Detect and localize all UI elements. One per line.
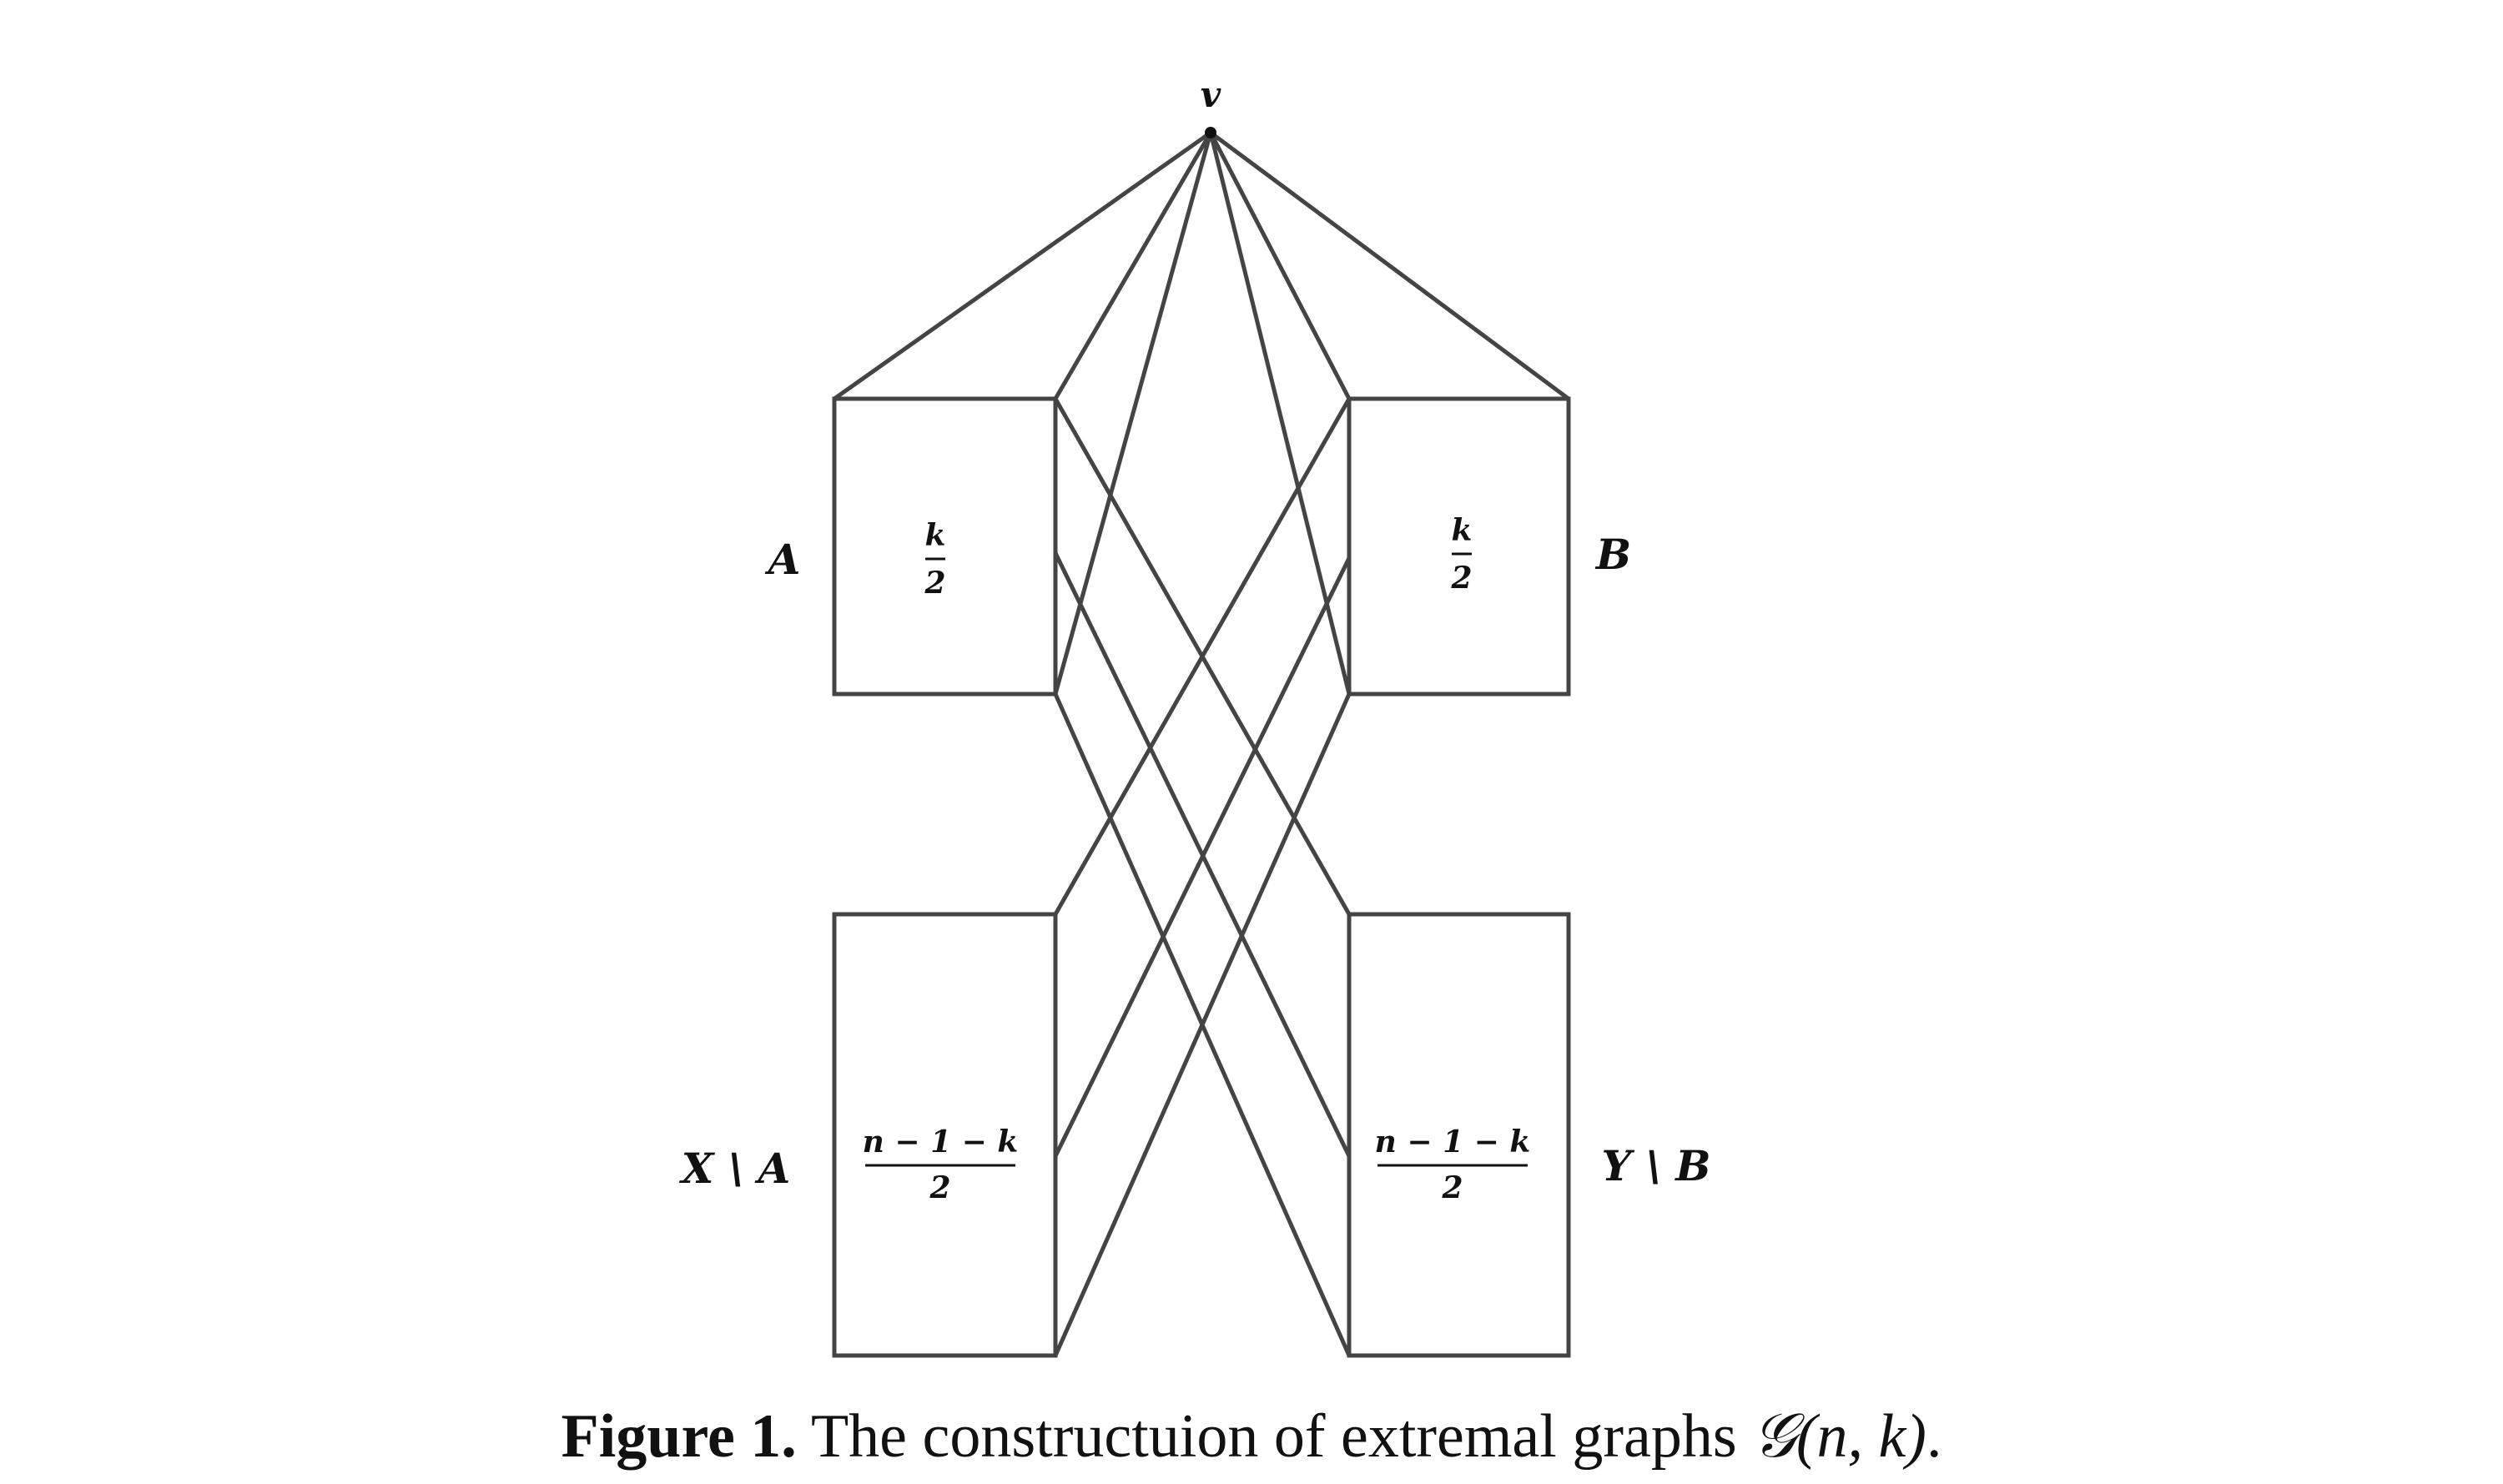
- fraction-B-size: k 2: [1450, 513, 1472, 596]
- fraction-numerator: n − 1 − k: [863, 1124, 1019, 1160]
- vertex-v: [1205, 127, 1216, 138]
- set-label-Y-minus-B: Y \ B: [1601, 1141, 1710, 1190]
- vertex-edges: [833, 130, 1570, 695]
- fraction-numerator: n − 1 − k: [1375, 1124, 1531, 1160]
- figure-caption: Figure 1. The constructuion of extremal …: [0, 1401, 2503, 1472]
- cross-edges: [1053, 397, 1352, 1357]
- edge-B-XA-mid: [1053, 556, 1352, 1158]
- fraction-Y-minus-B-size: n − 1 − k 2: [1375, 1124, 1531, 1205]
- fraction-A-size: k 2: [924, 518, 945, 601]
- set-label-X-minus-A: X \ A: [679, 1144, 791, 1193]
- edge-v-B-bottom: [1208, 132, 1352, 695]
- edge-v-A-right: [1053, 131, 1213, 400]
- fraction-X-minus-A-size: n − 1 − k 2: [863, 1124, 1019, 1205]
- set-box-A: [832, 396, 1058, 697]
- fraction-denominator: 2: [1450, 561, 1472, 596]
- set-boxes: [832, 396, 1571, 1358]
- caption-end: .: [1926, 1402, 1942, 1471]
- fraction-numerator: k: [1452, 513, 1473, 548]
- set-box-X-minus-A: [832, 912, 1058, 1358]
- set-box-Y-minus-B: [1347, 912, 1571, 1358]
- set-box-B: [1347, 396, 1571, 697]
- edge-B-XA-bottom: [1053, 692, 1352, 1357]
- edge-v-A-left: [833, 130, 1212, 401]
- caption-text: The constructuion of extremal graphs: [810, 1402, 1737, 1471]
- caption-math: 𝒢(n, k): [1752, 1402, 1926, 1471]
- set-label-A: A: [765, 535, 801, 584]
- edge-v-B-left: [1208, 131, 1352, 400]
- edge-v-A-bottom: [1053, 132, 1213, 695]
- edge-v-B-right: [1209, 130, 1570, 401]
- set-label-B: B: [1594, 530, 1631, 579]
- fraction-numerator: k: [925, 518, 946, 553]
- fraction-denominator: 2: [924, 566, 945, 601]
- fraction-denominator: 2: [929, 1170, 950, 1205]
- fraction-denominator: 2: [1441, 1170, 1463, 1205]
- edge-B-XA-top: [1053, 397, 1352, 916]
- vertex-label-v: v: [1201, 74, 1221, 115]
- caption-label: Figure 1.: [561, 1402, 797, 1471]
